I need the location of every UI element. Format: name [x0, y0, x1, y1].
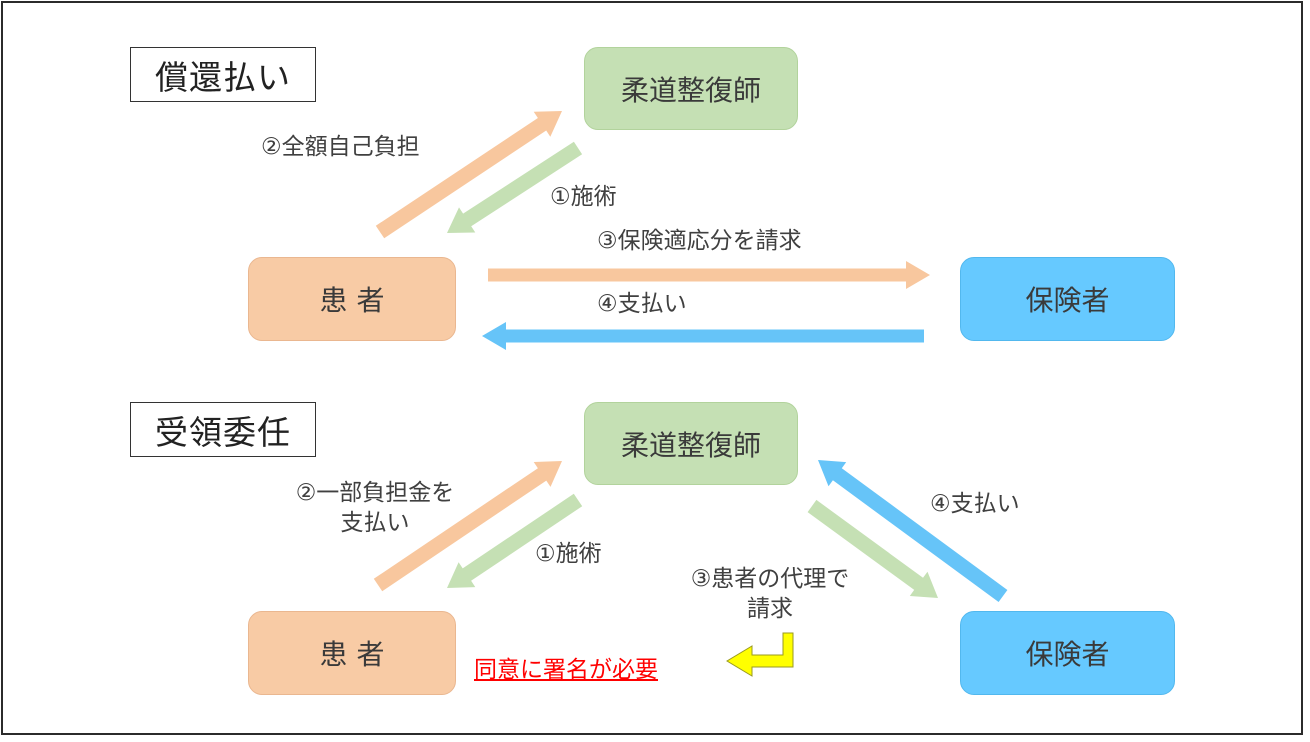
label-treatment-bottom: ①施術	[535, 541, 602, 567]
label-full-self-pay: ②全額自己負担	[261, 134, 420, 160]
arrow-practitioner-to-patient-top	[447, 141, 583, 233]
arrow-patient-to-practitioner-top	[375, 111, 562, 239]
arrow-practitioner-to-patient-bottom	[447, 493, 583, 588]
label-payment-top: ④支払い	[597, 291, 687, 317]
arrow-insurer-to-practitioner-bottom	[818, 460, 1008, 602]
label-partial-payment-line1: ②一部負担金を	[295, 480, 455, 506]
insurer-node-top: 保険者	[960, 257, 1175, 341]
practitioner-node-top: 柔道整復師	[584, 47, 798, 130]
arrow-patient-to-insurer-top	[488, 261, 930, 289]
practitioner-node-bottom: 柔道整復師	[584, 402, 798, 485]
patient-node-top: 患 者	[248, 257, 456, 341]
label-proxy-claim-line2: 請求	[747, 595, 793, 622]
consent-signature-note: 同意に署名が必要	[474, 657, 658, 683]
insurer-node-bottom: 保険者	[960, 611, 1175, 695]
label-payment-bottom: ④支払い	[930, 491, 1020, 517]
arrow-practitioner-to-insurer-bottom	[807, 499, 938, 598]
label-claim-insured-portion: ③保険適応分を請求	[597, 228, 802, 254]
label-treatment-top: ①施術	[550, 184, 617, 210]
arrow-insurer-to-patient-top	[482, 322, 924, 350]
label-partial-payment-line2: 支払い	[340, 509, 410, 536]
label-proxy-claim-line1: ③患者の代理で	[690, 566, 850, 592]
label-partial-payment: ②一部負担金を 支払い	[270, 479, 480, 539]
arrow-patient-to-practitioner-bottom	[373, 461, 562, 592]
label-proxy-claim: ③患者の代理で 請求	[670, 565, 870, 625]
section-title-reimbursement: 償還払い	[130, 47, 316, 102]
patient-node-bottom: 患 者	[248, 611, 456, 695]
section-title-delegation: 受領委任	[130, 402, 316, 457]
arrow-bent-to-consent-note	[726, 632, 794, 677]
